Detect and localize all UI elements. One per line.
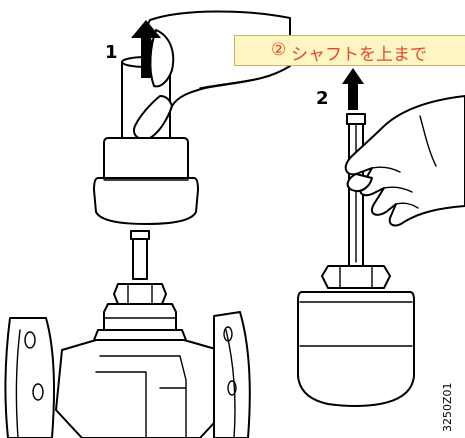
step-1-label: 1 [105, 42, 118, 63]
actuator-body [297, 291, 415, 407]
arrow-up-icon [136, 30, 156, 78]
callout-text: シャフトを上まで [291, 45, 427, 65]
figure-code: 3250Z01 [441, 382, 454, 432]
callout-marker: ② [271, 40, 287, 60]
arrow-up-icon [348, 80, 358, 110]
right-assembly [297, 68, 465, 407]
right-hand [344, 95, 465, 227]
actuator-upper [103, 137, 189, 183]
actuator-lower [93, 177, 199, 225]
step-2-label: 2 [316, 88, 329, 109]
callout-box: ② シャフトを上まで [234, 35, 465, 66]
valve-body [4, 230, 251, 438]
